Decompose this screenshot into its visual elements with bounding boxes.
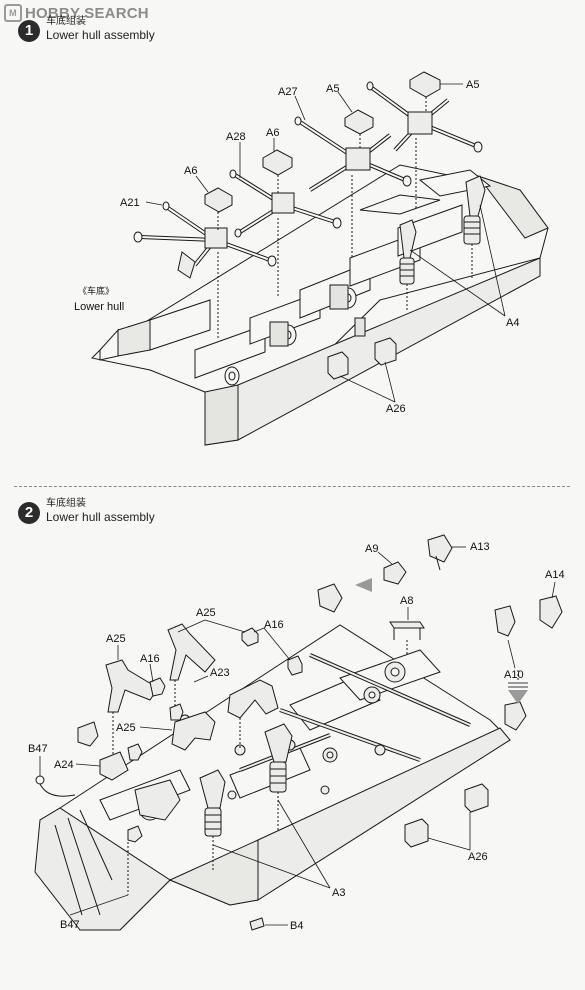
label-a9: A9 — [365, 543, 378, 555]
part-a16 — [127, 627, 303, 761]
label-a5-top: A5 — [466, 79, 479, 91]
label-lower-hull-cn: 《车底》 — [78, 285, 114, 296]
label-a25-top: A25 — [196, 607, 216, 619]
part-a26-boxes-step2 — [404, 783, 489, 848]
axle-hubs — [224, 284, 366, 386]
step-2-number: 2 — [18, 502, 40, 524]
step-2-title-en: Lower hull assembly — [46, 510, 155, 524]
direction-arrows[interactable] — [355, 578, 528, 704]
label-a25-mid: A25 — [116, 722, 136, 734]
label-a16-left: A16 — [140, 653, 160, 665]
leader-lines-step1 — [145, 83, 506, 403]
part-labels-step2: A9 A13 A14 A8 A10 A25 A25 A16 A16 A23 A2… — [28, 541, 565, 932]
label-a16-top: A16 — [264, 619, 284, 631]
label-a26: A26 — [386, 403, 406, 415]
label-a3: A3 — [332, 887, 345, 899]
label-a25-left: A25 — [106, 633, 126, 645]
label-a5: A5 — [326, 83, 339, 95]
left-arrow-icon — [355, 578, 372, 592]
step-2-title-cn: 车底组装 — [46, 498, 86, 509]
label-a23: A23 — [210, 667, 230, 679]
label-a21: A21 — [120, 197, 140, 209]
label-a24: A24 — [54, 759, 74, 771]
label-a14: A14 — [545, 569, 565, 581]
label-a8: A8 — [400, 595, 413, 607]
label-a26: A26 — [468, 851, 488, 863]
label-a28: A28 — [226, 131, 246, 143]
step-1-title-en: Lower hull assembly — [46, 28, 155, 42]
exploded-parts-step2 — [317, 534, 563, 731]
step-1-header: 1 车底组装 Lower hull assembly — [18, 16, 155, 43]
label-a6-mid: A6 — [266, 127, 279, 139]
part-a3-shocks — [199, 723, 293, 870]
part-a24-assembly — [35, 721, 265, 931]
label-a10: A10 — [504, 669, 524, 681]
logo-badge: M — [4, 4, 22, 22]
label-a13: A13 — [470, 541, 490, 553]
step-1-title-cn: 车底组装 — [46, 16, 86, 27]
label-a4: A4 — [506, 317, 519, 329]
part-a25-arms — [105, 623, 279, 760]
down-arrow-icon — [508, 690, 528, 704]
label-lower-hull-en: Lower hull — [74, 301, 124, 313]
step-2-header: 2 车底组装 Lower hull assembly — [18, 498, 155, 525]
part-a26-boxes — [327, 337, 397, 380]
step-1-number: 1 — [18, 20, 40, 42]
hobby-search-logo: M HOBBY SEARCH — [4, 4, 149, 22]
suspension-crosses-step1 — [133, 81, 483, 338]
label-b4: B4 — [290, 920, 303, 932]
logo-text: HOBBY SEARCH — [25, 4, 149, 22]
leader-lines-step2 — [39, 546, 556, 926]
label-a6-left: A6 — [184, 165, 197, 177]
part-labels-step1: A5 A27 A5 A28 A6 A6 A21 《车底》 Lower hull … — [74, 79, 519, 415]
label-b47-bottom: B47 — [60, 919, 80, 931]
label-b47-top: B47 — [28, 743, 48, 755]
label-a27: A27 — [278, 86, 298, 98]
part-a5-a6-bumpstops — [204, 71, 441, 230]
step-divider — [14, 486, 570, 487]
